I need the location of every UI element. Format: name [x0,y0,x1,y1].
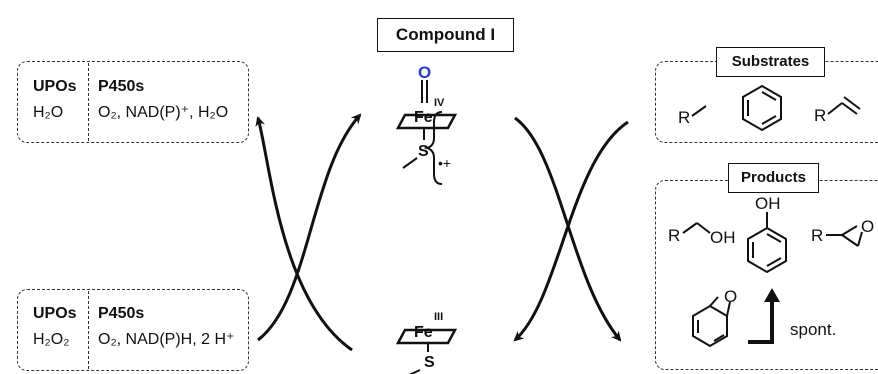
arrow-right-lower [513,120,629,342]
left-top-p450-reagent: O₂, NAD(P)⁺, H₂O [98,104,229,121]
heme-bottom [395,328,458,374]
left-top-p450-label: P450s [98,78,145,95]
product-alcohol-oh: OH [710,228,736,247]
heme-bottom-sulfur: S [424,354,435,371]
product-epoxide-o: O [861,217,874,236]
product-epoxide-r: R [811,226,823,245]
substrate-r2: R [814,106,826,125]
arrow-left-inner [257,113,362,342]
substrates-title: Substrates [731,53,810,70]
left-bottom-divider [88,291,89,369]
left-top-reagent-box [17,61,249,143]
substrates-title-box: Substrates [716,47,825,77]
substrate-r1: R [678,108,690,127]
product-arene-oxide-o: O [724,287,737,306]
products-title: Products [740,169,806,186]
heme-top-iron: Fe [414,109,433,126]
compound-title-box: Compound I [377,18,514,52]
left-bottom-upos-reagent: H₂O₂ [33,331,70,348]
product-structures [682,212,863,348]
left-top-divider [88,63,89,141]
left-bottom-p450-reagent: O₂, NAD(P)H, 2 H⁺ [98,331,235,348]
heme-top [395,80,458,185]
left-top-upos-label: UPOs [33,78,77,95]
substrate-structures [691,84,861,132]
heme-top-oxygen: O [418,63,431,82]
compound-title: Compound I [395,25,496,44]
product-alcohol-r: R [668,226,680,245]
heme-top-oxidation: IV [434,97,445,109]
heme-top-sulfur: S [418,143,429,160]
product-phenol-oh: OH [755,194,781,213]
heme-bottom-oxidation: III [434,311,443,323]
arrow-left-outer [255,116,353,352]
left-top-upos-reagent: H₂O [33,104,64,121]
heme-top-radical-charge: •+ [438,155,451,171]
left-bottom-upos-label: UPOs [33,305,77,322]
left-bottom-reagent-box [17,289,249,371]
heme-bottom-iron: Fe [414,324,433,341]
left-bottom-p450-label: P450s [98,305,145,322]
spont-label: spont. [790,320,836,339]
products-title-box: Products [728,163,819,193]
arrow-right-upper [514,116,622,342]
